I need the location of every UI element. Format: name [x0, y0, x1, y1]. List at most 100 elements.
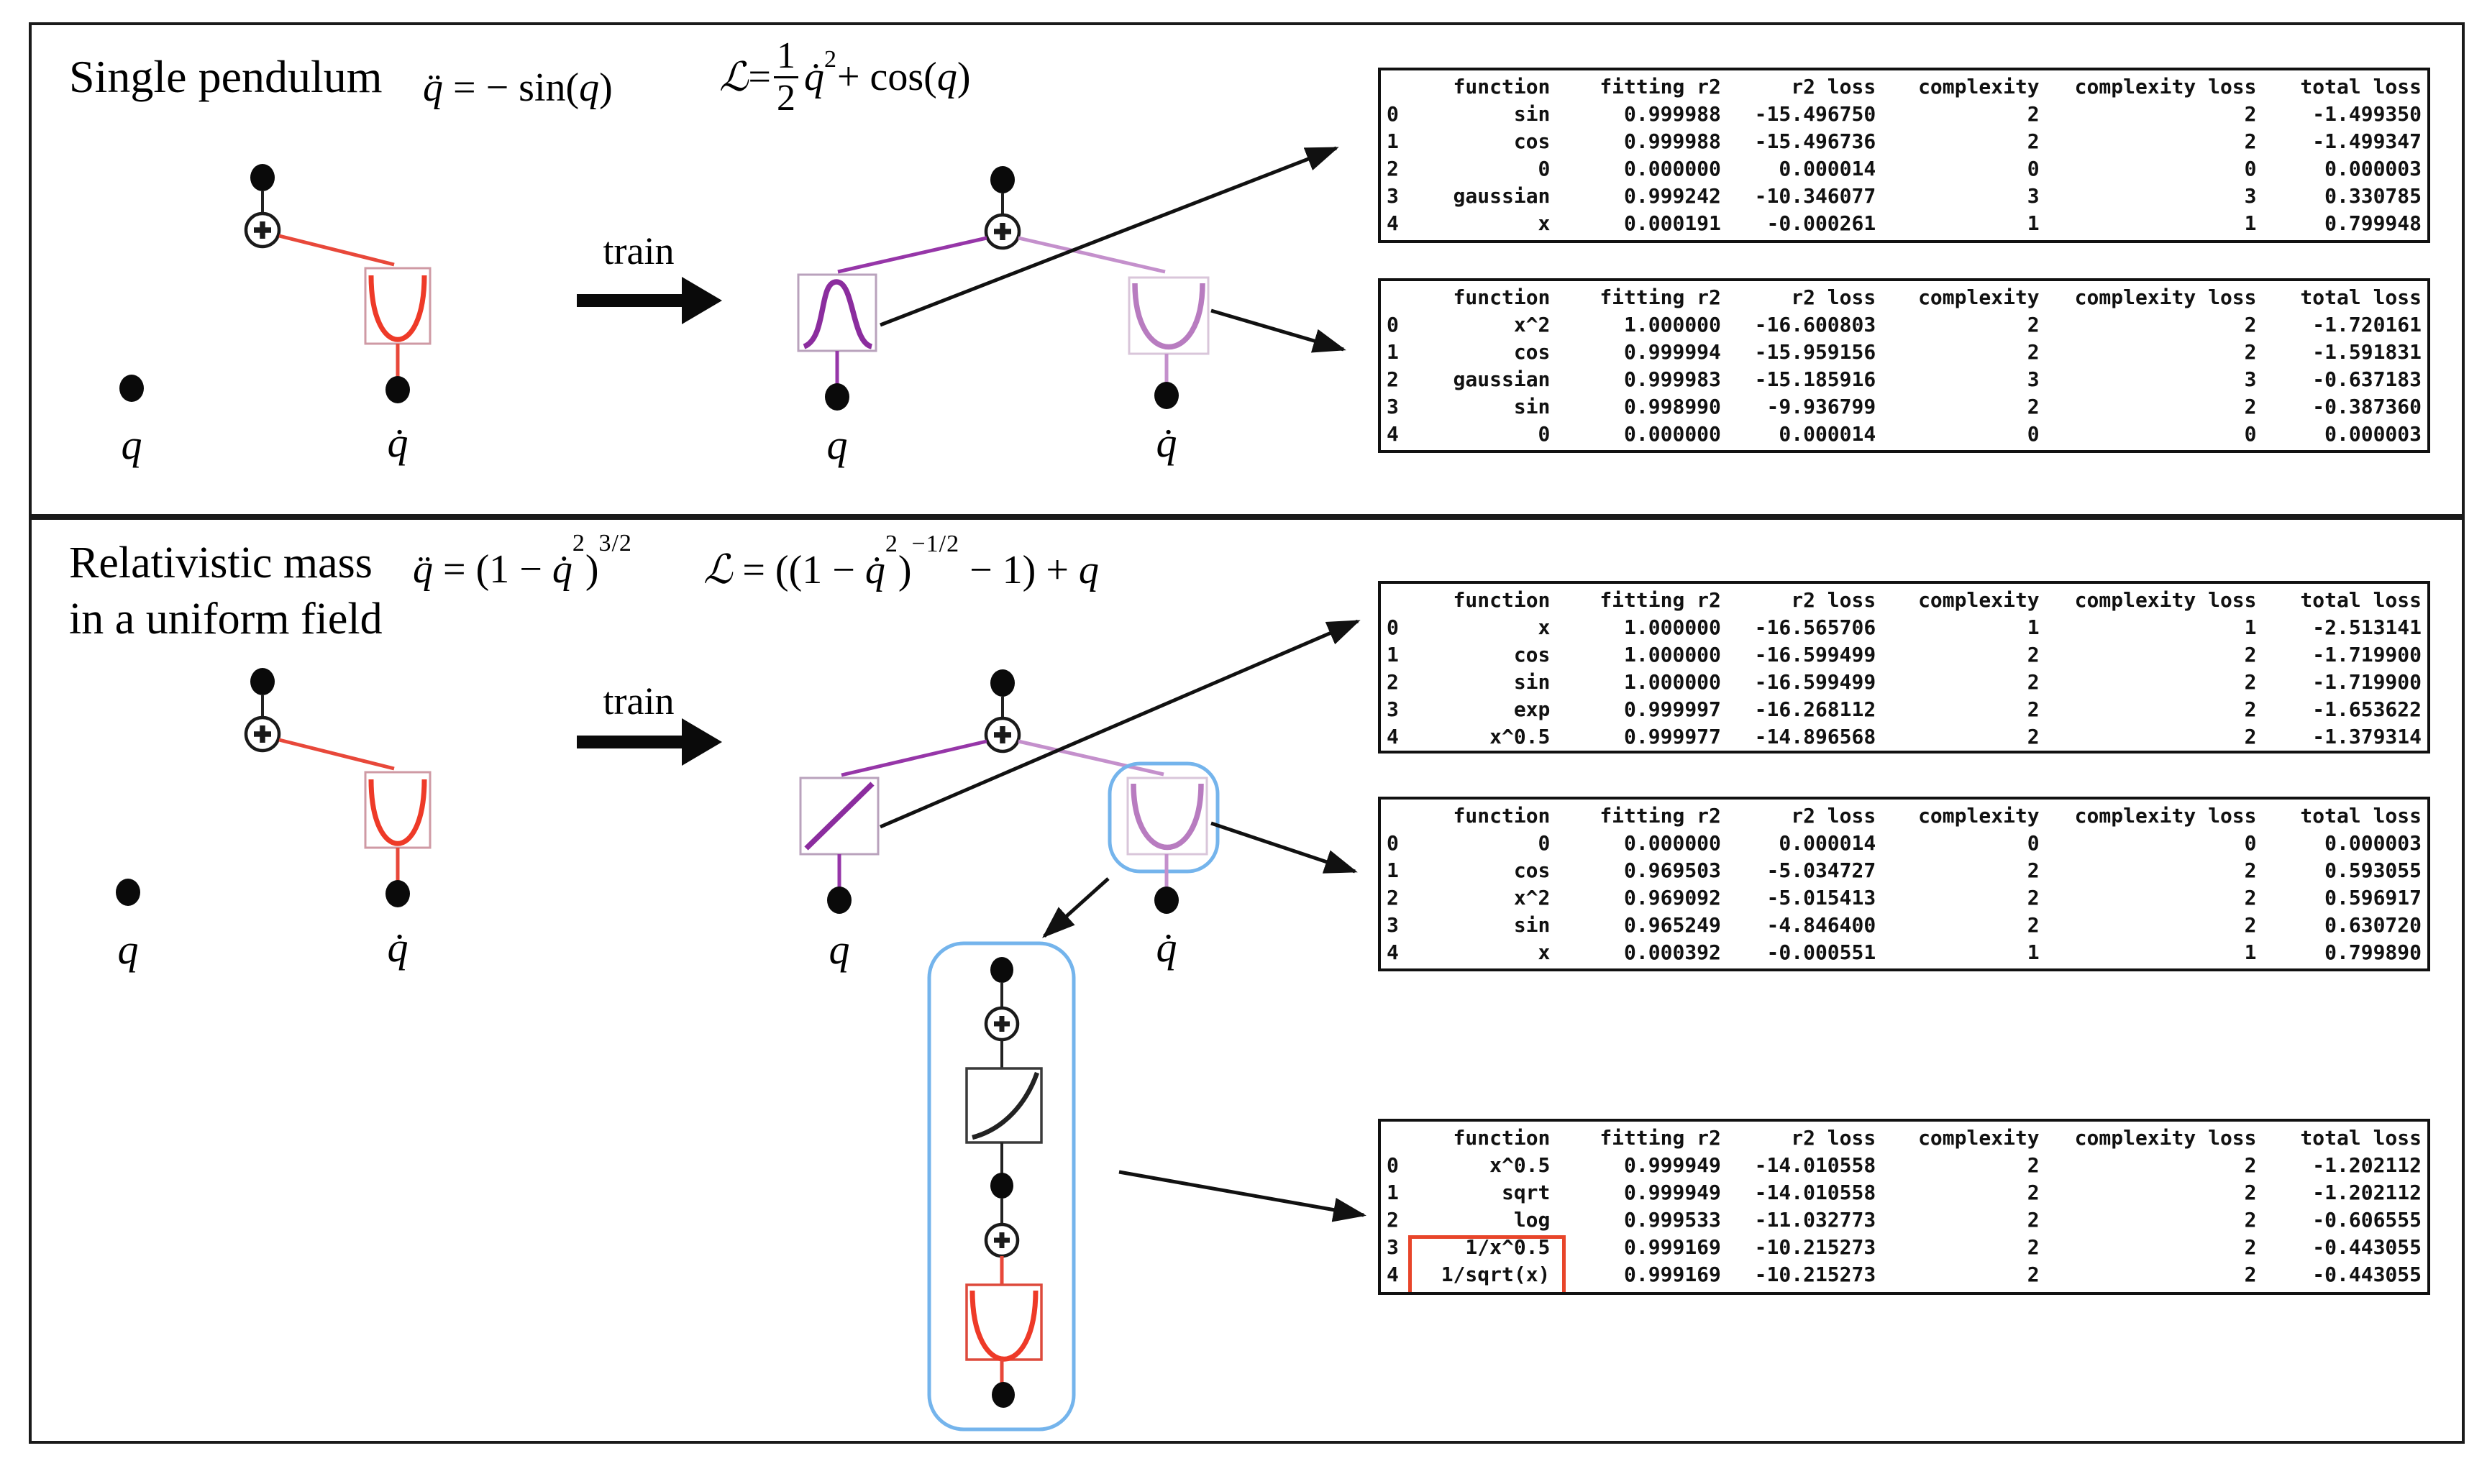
- table-cell: -1.202112: [2312, 1153, 2422, 1177]
- q-input-node: [827, 887, 852, 914]
- table-cell: 2: [2244, 102, 2257, 126]
- table-cell: 2: [2244, 313, 2257, 336]
- relativistic-pretrain-tree: [116, 668, 432, 907]
- table-cell: -1.379314: [2312, 725, 2422, 748]
- table-cell: 2: [1387, 1208, 1399, 1232]
- linear-curve: [804, 782, 875, 851]
- qdot-input-node: [385, 880, 410, 907]
- qdot-label: q̇: [387, 924, 409, 971]
- q-input-node: [119, 375, 144, 402]
- eq-part: ): [898, 548, 912, 592]
- table-cell: 0.799948: [2324, 211, 2422, 235]
- eq-part: q̇: [552, 547, 572, 592]
- table-cell: sin: [1513, 102, 1551, 126]
- table-cell: 2: [1387, 670, 1399, 694]
- table-cell: 1.000000: [1624, 670, 1721, 694]
- table-cell: -14.010558: [1754, 1153, 1876, 1177]
- table-cell: -10.215273: [1754, 1235, 1876, 1259]
- table-cell: -1.499350: [2312, 102, 2422, 126]
- eq-part: q: [1078, 548, 1099, 592]
- arrow-to-table-4: [1210, 821, 1358, 874]
- eq-part: ): [957, 55, 971, 99]
- qdot-label: q̇: [1156, 924, 1177, 971]
- parabola-curve: [368, 779, 427, 846]
- col-header: total loss: [2300, 75, 2422, 99]
- output-node: [250, 668, 275, 695]
- pendulum-pretrain-tree: [119, 164, 432, 403]
- eq-part: 2: [885, 531, 898, 558]
- table-cell: log: [1513, 1208, 1551, 1232]
- table-cell: 0.000000: [1624, 157, 1721, 180]
- table-cell: 2: [2027, 340, 2040, 364]
- arrow-to-table-2: [1210, 308, 1346, 353]
- table-cell: 1: [2244, 940, 2257, 964]
- col-header: complexity: [1918, 588, 2040, 612]
- table-cell: 2: [2244, 129, 2257, 153]
- col-header: fitting r2: [1600, 75, 1721, 99]
- q-label: q: [117, 926, 139, 973]
- table-cell: 0.799890: [2324, 940, 2422, 964]
- node-dot: [992, 1382, 1015, 1408]
- table-cell: 2: [2027, 1208, 2040, 1232]
- table-cell: 1: [2027, 211, 2040, 235]
- table-cell: 0.999994: [1624, 340, 1721, 364]
- table-cell: 0.999169: [1624, 1263, 1721, 1286]
- table-cell: 0.999977: [1624, 725, 1721, 748]
- table-cell: 0.000014: [1779, 422, 1876, 446]
- table-cell: x^2: [1513, 886, 1551, 910]
- col-header: [1387, 802, 1415, 830]
- table-cell: -16.599499: [1754, 643, 1876, 667]
- relativistic-posttrain-tree: [799, 669, 1220, 914]
- table-cell: 0.999949: [1624, 1153, 1721, 1177]
- qdot-label: q̇: [387, 419, 409, 466]
- col-header: r2 loss: [1791, 1126, 1876, 1150]
- table-cell: 2: [2027, 1181, 2040, 1204]
- table-cell: 1: [2027, 615, 2040, 639]
- arrow-to-table-3: [880, 619, 1361, 829]
- table-cell: 4: [1387, 211, 1399, 235]
- eq-part: = (1 −: [433, 547, 552, 592]
- table-cell: 2: [2027, 313, 2040, 336]
- table-cell: cos: [1513, 129, 1551, 153]
- train-label: train: [603, 679, 675, 723]
- table-cell: x^0.5: [1489, 725, 1551, 748]
- table-cell: 0.630720: [2324, 913, 2422, 937]
- q-label: q: [121, 421, 142, 468]
- table-cell: 2: [2027, 643, 2040, 667]
- table-cell: 0: [1538, 157, 1551, 180]
- table-cell: 1/sqrt(x): [1441, 1263, 1551, 1286]
- plus-node-icon: [244, 715, 281, 753]
- col-header: [1387, 284, 1415, 311]
- table-cell: 0.593055: [2324, 858, 2422, 882]
- plus-node-icon: [984, 1222, 1020, 1258]
- table-cell: 0.999169: [1624, 1235, 1721, 1259]
- table-cell: sin: [1513, 395, 1551, 418]
- table-cell: 0: [2244, 157, 2257, 180]
- eq-part: q̇: [803, 55, 824, 99]
- table-cell: gaussian: [1453, 367, 1551, 391]
- table-cell: 4: [1387, 725, 1399, 748]
- table-cell: -1.202112: [2312, 1181, 2422, 1204]
- eq-part: = ((1 −: [732, 548, 865, 592]
- parabola-curve: [368, 275, 427, 342]
- table-cell: -1.720161: [2312, 313, 2422, 336]
- table-cell: 2: [2244, 913, 2257, 937]
- table-cell: 0: [1387, 1153, 1399, 1177]
- table-cell: 0: [1387, 313, 1399, 336]
- eq-part: − 1) +: [959, 548, 1079, 592]
- table-cell: 4: [1387, 422, 1399, 446]
- table-cell: 2: [2244, 670, 2257, 694]
- table-cell: 2: [2244, 697, 2257, 721]
